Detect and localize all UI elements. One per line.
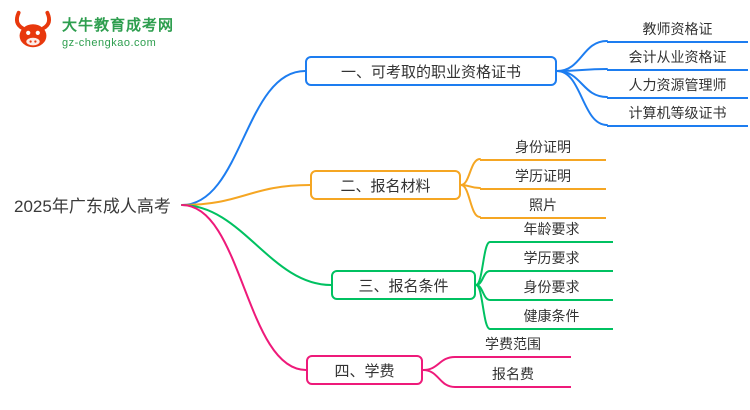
link-branch2-child3 <box>460 184 481 218</box>
child-topic-education-requirement[interactable]: 学历要求 <box>490 248 613 272</box>
link-root-branch-certificates <box>181 70 306 206</box>
link-branch3-child1 <box>475 241 491 286</box>
link-branch3-child4 <box>475 284 491 330</box>
link-branch4-child2 <box>422 369 456 388</box>
root-topic[interactable]: 2025年广东成人高考 <box>14 197 171 216</box>
link-branch3-child3 <box>475 284 491 301</box>
child-topic-registration-fee[interactable]: 报名费 <box>455 364 571 388</box>
link-branch1-child3 <box>556 70 608 98</box>
link-branch2-child2 <box>460 184 481 189</box>
link-branch1-child2 <box>556 68 608 72</box>
child-topic-computer-cert[interactable]: 计算机等级证书 <box>607 103 748 127</box>
child-topic-health-condition[interactable]: 健康条件 <box>490 306 613 330</box>
site-name: 大牛教育成考网 <box>62 16 175 34</box>
bull-logo-icon <box>10 8 56 54</box>
child-topic-photo[interactable]: 照片 <box>480 195 606 219</box>
child-topic-education-proof[interactable]: 学历证明 <box>480 166 606 190</box>
link-branch2-child1 <box>460 158 481 186</box>
link-root-branch-conditions <box>181 204 332 286</box>
link-branch4-child1 <box>422 356 456 371</box>
link-branch3-child2 <box>475 270 491 286</box>
link-branch1-child1 <box>556 40 608 72</box>
branch-conditions[interactable]: 三、报名条件 <box>331 270 476 300</box>
site-logo[interactable]: 大牛教育成考网 gz-chengkao.com <box>10 8 174 54</box>
child-topic-id-proof[interactable]: 身份证明 <box>480 137 606 161</box>
child-topic-identity-requirement[interactable]: 身份要求 <box>490 277 613 301</box>
link-branch1-child4 <box>556 70 608 126</box>
site-domain: gz-chengkao.com <box>62 36 157 49</box>
child-topic-hr-cert[interactable]: 人力资源管理师 <box>607 75 748 99</box>
child-topic-teacher-cert[interactable]: 教师资格证 <box>607 19 748 43</box>
logo-text: 大牛教育成考网 gz-chengkao.com <box>62 14 174 49</box>
child-topic-age-requirement[interactable]: 年龄要求 <box>490 219 613 243</box>
branch-certificates[interactable]: 一、可考取的职业资格证书 <box>305 56 557 86</box>
child-topic-fee-range[interactable]: 学费范围 <box>455 334 571 358</box>
link-root-branch-materials <box>181 184 311 206</box>
child-topic-accounting-cert[interactable]: 会计从业资格证 <box>607 47 748 71</box>
link-root-branch-fees <box>181 204 307 371</box>
branch-materials[interactable]: 二、报名材料 <box>310 170 461 200</box>
branch-fees[interactable]: 四、学费 <box>306 355 423 385</box>
